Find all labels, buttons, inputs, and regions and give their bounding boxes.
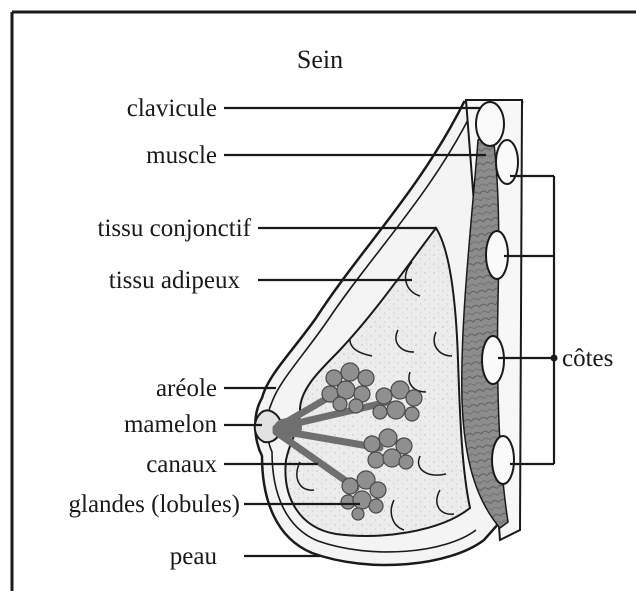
clavicle-bone	[476, 102, 504, 146]
label-mamelon: mamelon	[124, 411, 218, 438]
label-cotes: côtes	[562, 345, 613, 372]
label-tissu-conjonctif: tissu conjonctif	[98, 215, 252, 242]
label-areole: aréole	[156, 375, 217, 402]
label-canaux: canaux	[146, 451, 217, 478]
label-peau: peau	[170, 543, 218, 570]
label-glandes: glandes (lobules)	[69, 491, 240, 518]
rib	[492, 436, 514, 484]
diagram-title: Sein	[297, 45, 343, 74]
label-clavicule: clavicule	[127, 95, 217, 122]
label-tissu-adipeux: tissu adipeux	[109, 267, 241, 294]
rib	[496, 140, 518, 184]
label-muscle: muscle	[146, 142, 217, 169]
rib	[482, 336, 504, 384]
bracket-node	[551, 355, 558, 362]
